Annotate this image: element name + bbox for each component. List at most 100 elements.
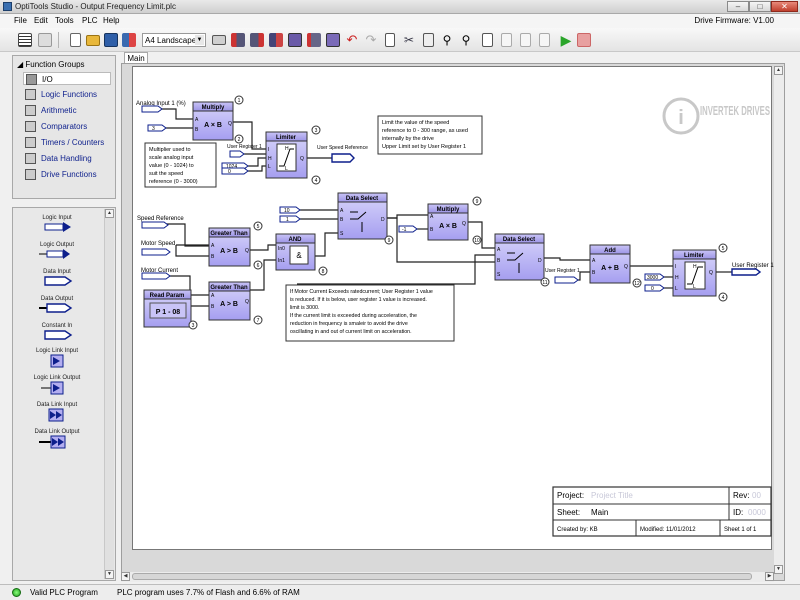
and-block[interactable]: AND & In0 In1 8 xyxy=(275,233,328,276)
run-icon[interactable]: ▶ xyxy=(560,31,572,48)
page-layout-select[interactable]: A4 Landscape▼ xyxy=(142,33,206,47)
id-value[interactable]: 0000 xyxy=(748,508,766,517)
motor-speed-tag[interactable] xyxy=(141,248,171,256)
menu-edit[interactable]: Edit xyxy=(34,16,48,25)
delete-icon[interactable] xyxy=(497,31,515,49)
group-data-handling[interactable]: Data Handling xyxy=(23,152,111,165)
download-icon[interactable] xyxy=(248,31,266,49)
comment-1[interactable]: Multiplier used to scale analog input va… xyxy=(144,142,217,188)
lib-constant-in[interactable]: Constant In xyxy=(17,323,97,343)
read-param-block[interactable]: Read Param P 1 - 08 3 xyxy=(143,289,198,330)
lib-logic-link-input[interactable]: Logic Link Input xyxy=(17,348,97,370)
const-0b-tag[interactable] xyxy=(644,284,665,292)
user-register-out-tag[interactable] xyxy=(731,268,762,276)
lib-data-link-output[interactable]: Data Link Output xyxy=(17,429,97,451)
vertical-scrollbar[interactable]: ▲ ▼ xyxy=(774,66,784,574)
lib-data-link-input[interactable]: Data Link Input xyxy=(17,402,97,424)
add-block[interactable]: Add A + B A B Q 12 xyxy=(589,244,642,288)
motor-current-tag[interactable] xyxy=(141,272,171,280)
function-groups-header[interactable]: ◢ Function Groups xyxy=(17,60,85,69)
zoom-in-icon[interactable]: ⚲ xyxy=(442,33,452,47)
greater-than-block-2[interactable]: Greater Than A > B A B Q 7 xyxy=(208,281,263,325)
new-file-icon[interactable] xyxy=(66,31,84,49)
const-0-tag[interactable] xyxy=(221,167,249,175)
group-drive-functions[interactable]: Drive Functions xyxy=(23,168,111,181)
insert-icon[interactable] xyxy=(478,31,496,49)
pin-in0: In0 xyxy=(278,246,285,252)
scroll-right-icon[interactable]: ▶ xyxy=(765,572,774,581)
limiter-block-1[interactable]: Limiter H L I H L Q 3 4 xyxy=(265,125,321,185)
copy-icon[interactable] xyxy=(381,31,399,49)
stop-icon[interactable] xyxy=(575,31,593,49)
data-select-block-1[interactable]: Data Select A B S D 9 xyxy=(337,192,394,245)
sheet-of: Sheet 1 of 1 xyxy=(724,527,757,533)
group-io[interactable]: I/O xyxy=(23,72,111,85)
properties-icon[interactable] xyxy=(120,31,138,49)
group-icon[interactable] xyxy=(324,31,342,49)
project-value[interactable]: Project Title xyxy=(591,491,633,500)
const-3000-tag[interactable] xyxy=(644,273,665,281)
sheet-view-icon[interactable] xyxy=(36,31,54,49)
multiply-block-2[interactable]: Multiply A × B A B Q 9 10 xyxy=(427,196,482,245)
save-icon[interactable] xyxy=(102,31,120,49)
rev-value[interactable]: 00 xyxy=(752,491,761,500)
horizontal-scrollbar[interactable]: ◀ ▶ xyxy=(121,572,774,582)
import-icon[interactable] xyxy=(516,31,534,49)
zoom-out-icon[interactable]: ⚲ xyxy=(461,33,471,47)
group-comparators[interactable]: Comparators xyxy=(23,120,111,133)
menu-tools[interactable]: Tools xyxy=(55,16,74,25)
greater-than-block-1[interactable]: Greater Than A > B A B Q 5 6 xyxy=(208,221,263,270)
group-arithmetic[interactable]: Arithmetic xyxy=(23,104,111,117)
const-minus1-tag[interactable] xyxy=(398,225,418,233)
logic-link-input-icon xyxy=(50,354,64,368)
const-1-tag[interactable] xyxy=(279,215,301,223)
undo-icon[interactable]: ↶ xyxy=(346,32,358,47)
data-select-block-2[interactable]: Data Select A B S D 11 xyxy=(494,233,550,287)
user-register-in-tag[interactable] xyxy=(229,150,245,158)
minimize-button[interactable]: – xyxy=(727,1,749,12)
paste-icon[interactable] xyxy=(419,31,437,49)
multiply-block-1[interactable]: Multiply A × B A B Q 1 2 xyxy=(192,95,244,144)
pin-h: H xyxy=(268,156,272,162)
user-register-tag[interactable] xyxy=(554,276,579,284)
menu-plc[interactable]: PLC xyxy=(82,16,98,25)
close-button[interactable]: ✕ xyxy=(771,1,798,12)
comment-2[interactable]: Limit the value of the speed reference t… xyxy=(377,115,483,155)
compare-icon[interactable] xyxy=(267,31,285,49)
open-folder-icon[interactable] xyxy=(84,31,102,49)
scroll-down-icon[interactable]: ▼ xyxy=(105,570,114,579)
menu-help[interactable]: Help xyxy=(103,16,120,25)
const-10-tag[interactable] xyxy=(279,206,301,214)
analog-input-tag[interactable] xyxy=(141,105,163,113)
library-scrollbar[interactable]: ▲ ▼ xyxy=(104,209,114,579)
limiter-block-2[interactable]: Limiter H L I H L Q 5 4 xyxy=(672,243,728,302)
maximize-button[interactable]: □ xyxy=(749,1,771,12)
lib-logic-output[interactable]: Logic Output xyxy=(17,242,97,262)
scroll-thumb[interactable] xyxy=(132,573,752,580)
lib-data-input[interactable]: Data Input xyxy=(17,269,97,289)
scroll-left-icon[interactable]: ◀ xyxy=(121,572,130,581)
list-view-icon[interactable] xyxy=(16,31,34,49)
const-3-tag[interactable] xyxy=(147,124,167,132)
lib-logic-link-output[interactable]: Logic Link Output xyxy=(17,375,97,397)
group-timers-counters[interactable]: Timers / Counters xyxy=(23,136,111,149)
tab-main[interactable]: Main xyxy=(124,52,148,64)
print-icon[interactable] xyxy=(210,31,228,49)
menu-file[interactable]: File xyxy=(14,16,27,25)
function-block-icon[interactable] xyxy=(305,31,323,49)
export-icon[interactable] xyxy=(535,31,553,49)
user-speed-ref-tag[interactable] xyxy=(331,153,355,163)
redo-icon[interactable]: ↷ xyxy=(365,32,377,47)
scroll-up-icon[interactable]: ▲ xyxy=(105,209,114,218)
monitor-icon[interactable] xyxy=(286,31,304,49)
scroll-down-icon[interactable]: ▼ xyxy=(774,565,783,574)
group-logic-functions[interactable]: Logic Functions xyxy=(23,88,111,101)
scroll-up-icon[interactable]: ▲ xyxy=(774,66,783,75)
sheet-value[interactable]: Main xyxy=(591,508,608,517)
upload-icon[interactable] xyxy=(229,31,247,49)
comment-3[interactable]: If Motor Current Exceeds ratedcurrent; U… xyxy=(285,284,455,342)
cut-icon[interactable]: ✂ xyxy=(403,33,415,47)
speed-reference-tag[interactable] xyxy=(141,221,169,229)
lib-data-output[interactable]: Data Output xyxy=(17,296,97,316)
lib-logic-input[interactable]: Logic Input xyxy=(17,215,97,235)
